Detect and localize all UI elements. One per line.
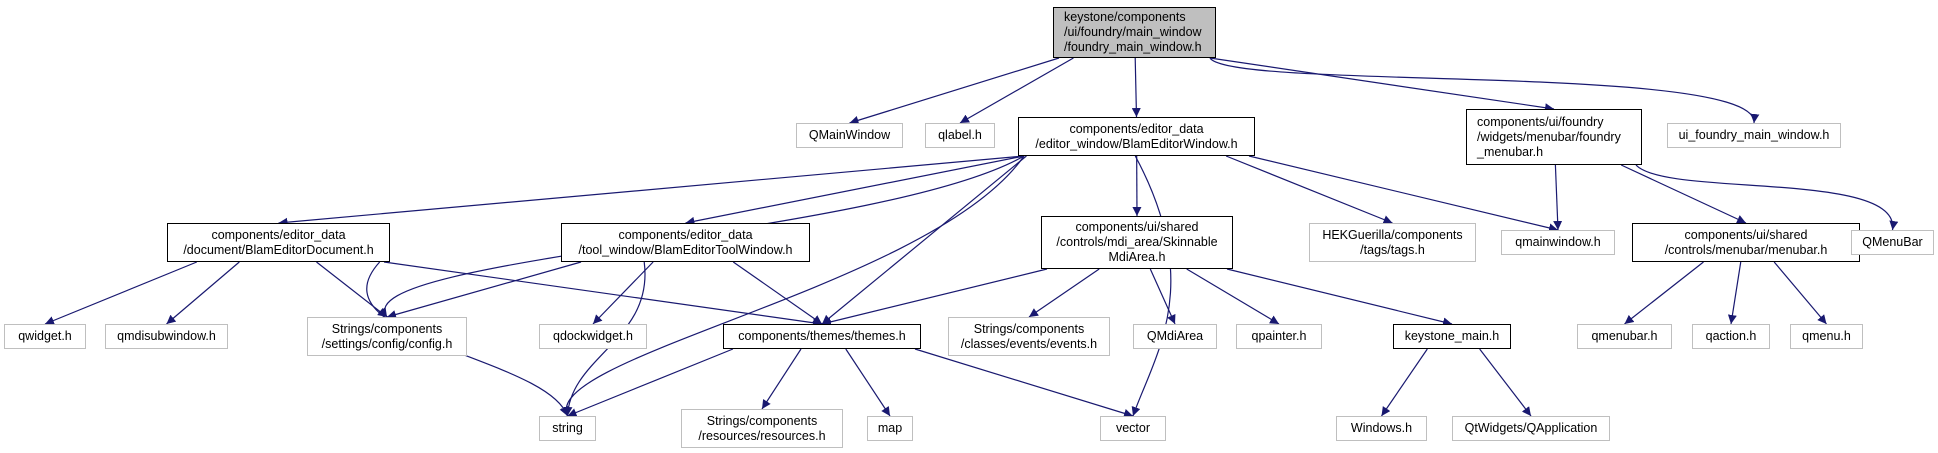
edge-keystone_main-to-qapplication — [1479, 348, 1532, 417]
node-blam-editor-document[interactable]: components/editor_data /document/BlamEdi… — [167, 223, 390, 262]
node-qmdisubwindow[interactable]: qmdisubwindow.h — [105, 324, 228, 349]
node-skinnable-mdi-area[interactable]: components/ui/shared /controls/mdi_area/… — [1041, 216, 1233, 269]
edge-blameditorwindow-to-tags — [1225, 155, 1393, 224]
edge-foundry_menubar-to-shared_menubar — [1620, 164, 1747, 224]
edge-root-to-ui_foundry — [1209, 57, 1760, 124]
edge-skinnable-to-qmdiarea — [1149, 268, 1176, 325]
node-tags[interactable]: HEKGuerilla/components /tags/tags.h — [1309, 223, 1476, 262]
edge-blameditorwindow-to-vector — [1131, 155, 1172, 417]
node-foundry-main-window[interactable]: keystone/components /ui/foundry/main_win… — [1053, 7, 1216, 58]
edges — [44, 57, 1899, 418]
edge-skinnable-to-themes — [821, 268, 1048, 327]
node-qmainwindow-header[interactable]: qmainwindow.h — [1501, 230, 1615, 255]
node-events[interactable]: Strings/components /classes/events/event… — [948, 317, 1110, 356]
node-qmenubar-header[interactable]: qmenubar.h — [1577, 324, 1672, 349]
node-qmenubar-class[interactable]: QMenuBar — [1851, 230, 1934, 255]
edge-foundry_menubar-to-qmenubar_cls — [1635, 164, 1899, 231]
node-qlabel[interactable]: qlabel.h — [925, 123, 995, 148]
node-vector[interactable]: vector — [1100, 416, 1166, 441]
edge-skinnable-to-events — [1028, 268, 1100, 318]
node-resources[interactable]: Strings/components /resources/resources.… — [681, 409, 843, 448]
edge-themes-to-vector — [914, 348, 1134, 418]
edge-skinnable-to-keystone_main — [1226, 268, 1453, 327]
edge-root-to-blameditorwindow — [1131, 57, 1141, 118]
node-ui-foundry-main-window[interactable]: ui_foundry_main_window.h — [1667, 123, 1841, 148]
edge-themes-to-resources — [761, 348, 802, 410]
edge-blameditordocument-to-qwidget — [44, 261, 198, 325]
edge-blameditorwindow-to-qmainwindow_h — [1248, 155, 1559, 233]
edge-foundry_menubar-to-qmainwindow_h — [1553, 164, 1563, 231]
edge-themes-to-map — [845, 348, 891, 417]
node-string[interactable]: string — [539, 416, 596, 441]
node-blam-editor-tool-window[interactable]: components/editor_data /tool_window/Blam… — [561, 223, 810, 262]
edge-blameditordocument-to-config — [316, 261, 388, 318]
node-shared-menubar[interactable]: components/ui/shared /controls/menubar/m… — [1632, 223, 1860, 262]
edge-root-to-qmainwindow — [849, 57, 1060, 125]
edge-blameditortoolwindow-to-qdockwidget — [592, 261, 654, 325]
edge-blameditortoolwindow-to-config — [386, 261, 582, 319]
edge-root-to-foundry_menubar — [1209, 57, 1555, 113]
edge-shared_menubar-to-qaction — [1727, 261, 1742, 325]
node-themes[interactable]: components/themes/themes.h — [723, 324, 921, 349]
node-blam-editor-window[interactable]: components/editor_data /editor_window/Bl… — [1018, 117, 1255, 156]
edge-blameditorwindow-to-blameditortoolwindow — [685, 155, 1025, 226]
node-qmdiarea[interactable]: QMdiArea — [1133, 324, 1217, 349]
edge-blameditorwindow-to-themes — [821, 155, 1027, 325]
edge-keystone_main-to-windows — [1381, 348, 1428, 417]
edge-blameditorwindow-to-blameditordocument — [278, 155, 1025, 227]
node-foundry-menubar[interactable]: components/ui/foundry /widgets/menubar/f… — [1466, 109, 1642, 165]
node-qapplication[interactable]: QtWidgets/QApplication — [1452, 416, 1610, 441]
node-qaction[interactable]: qaction.h — [1692, 324, 1770, 349]
node-windows[interactable]: Windows.h — [1336, 416, 1427, 441]
edge-blameditordocument-to-qmdisubwindow — [166, 261, 240, 325]
edge-blameditordocument-to-themes — [383, 261, 823, 328]
node-keystone-main[interactable]: keystone_main.h — [1393, 324, 1511, 349]
node-qwidget[interactable]: qwidget.h — [4, 324, 86, 349]
node-qpainter[interactable]: qpainter.h — [1236, 324, 1322, 349]
edge-root-to-qlabel — [959, 57, 1074, 124]
edge-blameditortoolwindow-to-themes — [732, 261, 823, 325]
edge-shared_menubar-to-qmenubar_h — [1624, 261, 1704, 325]
node-qmenu[interactable]: qmenu.h — [1790, 324, 1863, 349]
node-qmainwindow[interactable]: QMainWindow — [796, 123, 903, 148]
edge-blameditorwindow-to-string — [559, 155, 1025, 417]
edge-themes-to-string — [567, 348, 734, 417]
node-qdockwidget[interactable]: qdockwidget.h — [539, 324, 647, 349]
node-map[interactable]: map — [867, 416, 913, 441]
edge-shared_menubar-to-qmenu — [1773, 261, 1827, 325]
edge-skinnable-to-qpainter — [1186, 268, 1280, 325]
node-config[interactable]: Strings/components /settings/config/conf… — [307, 317, 467, 356]
